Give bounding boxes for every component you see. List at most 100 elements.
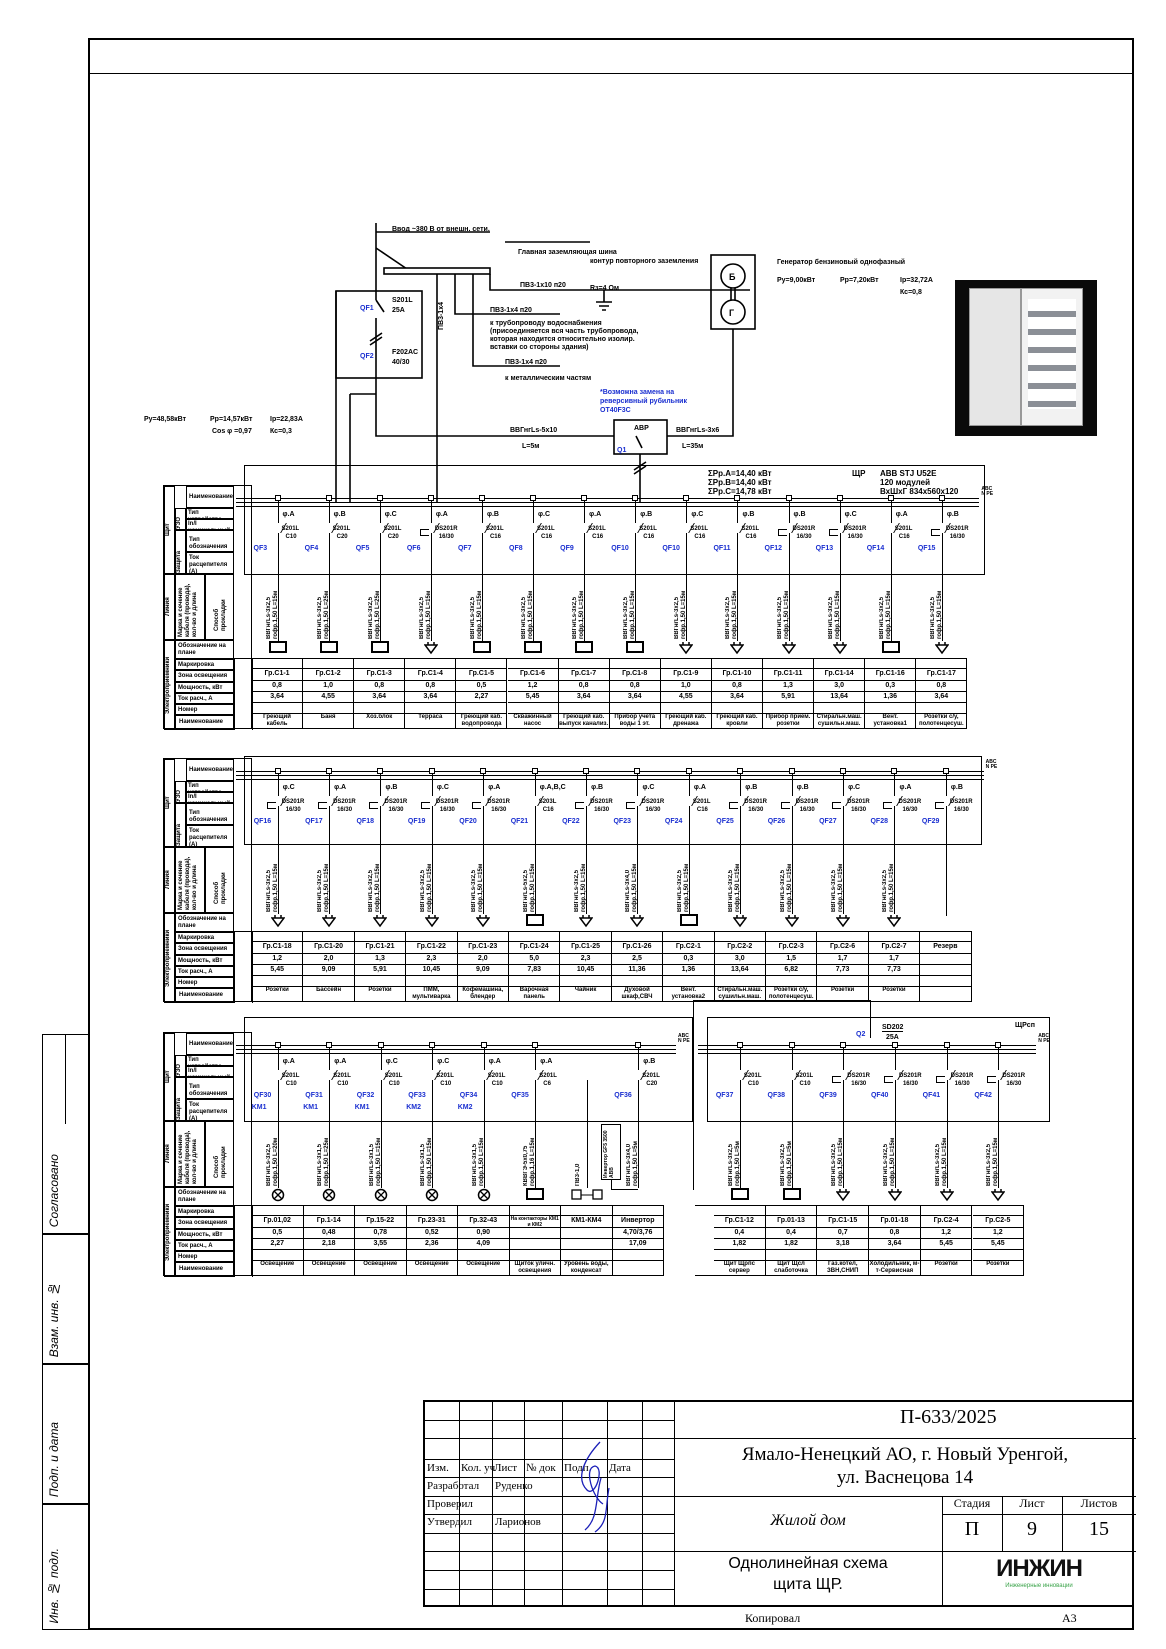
feeder-line xyxy=(277,533,279,641)
breaker-id[interactable]: QF38 xyxy=(767,1092,786,1099)
lamp-load-icon xyxy=(921,1188,973,1204)
feeder-line xyxy=(788,533,790,641)
breaker-id[interactable]: QF12 xyxy=(764,545,783,552)
breaker-rating: C10 xyxy=(747,1081,759,1087)
breaker-id[interactable]: QF30 xyxy=(253,1092,272,1099)
breaker-id[interactable]: QF6 xyxy=(406,545,421,552)
breaker-id[interactable]: QF13 xyxy=(815,545,834,552)
cable-gen-length: L=35м xyxy=(682,443,703,450)
breaker-id[interactable]: QF14 xyxy=(866,545,885,552)
breaker-id[interactable]: QF18 xyxy=(356,818,374,825)
cell-name: Освещение xyxy=(406,1261,458,1276)
breaker-id[interactable]: QF25 xyxy=(716,818,734,825)
breaker-type: DS201R xyxy=(1002,1073,1026,1079)
phase-c-load: ΣPр.C=14,78 кВт xyxy=(708,487,772,496)
breaker-id[interactable]: QF23 xyxy=(613,818,631,825)
qf2-label: QF2 xyxy=(360,353,374,360)
row-header-trip: Ток расцепителя (А) xyxy=(186,825,234,847)
role-label: Утвердил xyxy=(427,1516,472,1528)
breaker-id[interactable]: QF4 xyxy=(304,545,319,552)
row-header-trip: Ток расцепителя (А) xyxy=(186,1099,234,1121)
stage-label: Стадия xyxy=(953,1496,991,1510)
breaker-rating: 16/30 xyxy=(851,1081,867,1087)
top-strip-line xyxy=(88,73,1134,74)
breaker-id[interactable]: QF33 xyxy=(408,1092,426,1099)
cell-current: 3,64 xyxy=(869,1239,921,1250)
feeder-line xyxy=(379,533,381,641)
bus-tap xyxy=(788,768,795,774)
cable-route: гофр.1,50 L=15м xyxy=(427,1137,434,1186)
cell-power: 0,8 xyxy=(869,1228,921,1239)
breaker-id[interactable]: QF21 xyxy=(510,818,529,825)
breaker-id[interactable]: QF24 xyxy=(664,818,683,825)
cell-empty xyxy=(609,658,661,669)
cell-current: 9,09 xyxy=(457,965,509,976)
lamp-load-icon xyxy=(817,914,868,930)
phase-b-load: ΣPр.B=14,40 кВт xyxy=(708,478,772,487)
breaker-id[interactable]: QF35 xyxy=(511,1092,529,1099)
note-line: *Возможна замена на xyxy=(600,389,674,396)
breaker-id[interactable]: QF17 xyxy=(305,818,323,825)
breaker-rating: C10 xyxy=(388,1081,400,1087)
breaker-id[interactable]: QF27 xyxy=(819,818,837,825)
title-col-izm: Изм. xyxy=(427,1462,449,1474)
breaker-id[interactable]: QF20 xyxy=(459,818,477,825)
cell-name: Розетки xyxy=(920,1261,973,1276)
cell-zone: Гр.С1-12 xyxy=(714,1216,766,1228)
breaker-id[interactable]: QF32 xyxy=(356,1092,375,1099)
feeder-line xyxy=(380,774,382,796)
breaker-id[interactable]: QF19 xyxy=(407,818,426,825)
breaker-id[interactable]: QF40 xyxy=(870,1092,889,1099)
feeder-line xyxy=(635,533,637,641)
lamp-load-icon xyxy=(252,914,303,930)
breaker-id[interactable]: QF36 xyxy=(614,1092,632,1099)
lamp-load-icon xyxy=(612,914,663,930)
breaker-id[interactable]: QF37 xyxy=(715,1092,734,1099)
breaker-id[interactable]: QF15 xyxy=(917,545,936,552)
phase-label: φ.A xyxy=(488,1058,501,1065)
cell-power: 0,5 xyxy=(456,681,508,692)
cell-current: 3,64 xyxy=(252,692,304,703)
cell-empty xyxy=(458,1250,510,1261)
breaker-id[interactable]: QF10 xyxy=(662,545,680,552)
cable-type: ВВГнгLs-3х2,5 xyxy=(827,596,834,639)
cable-route: гофр.1,50 L=15м xyxy=(993,1137,1000,1186)
breaker-id[interactable]: QF8 xyxy=(509,545,523,552)
phase-a-load: ΣPр.A=14,40 кВт xyxy=(708,469,772,478)
cell-empty xyxy=(303,658,355,669)
breaker-id[interactable]: QF29 xyxy=(921,818,940,825)
rcd-trip-icon xyxy=(318,802,328,809)
breaker-id[interactable]: QF42 xyxy=(974,1092,992,1099)
cable-route: гофр.1,50 L=15м xyxy=(272,590,279,639)
breaker-id[interactable]: QF22 xyxy=(562,818,580,825)
bus-tap xyxy=(632,495,639,501)
breaker-id[interactable]: QF10 xyxy=(611,545,629,552)
cell-name: Щиток уличн. освещения xyxy=(509,1261,561,1276)
breaker-id[interactable]: QF7 xyxy=(457,545,472,552)
sub-panel-label: ЩРсп xyxy=(1015,1022,1035,1029)
breaker-id[interactable]: QF34 xyxy=(459,1092,478,1099)
breaker-rating: C10 xyxy=(285,534,297,540)
breaker-id[interactable]: QF28 xyxy=(870,818,888,825)
row-header-rated: In/I номинальный xyxy=(186,519,234,530)
feeder-line xyxy=(791,1048,793,1070)
breaker-id[interactable]: QF41 xyxy=(922,1092,941,1099)
feeder-line xyxy=(739,1080,741,1188)
rcd-trip-icon xyxy=(729,802,739,809)
breaker-id[interactable]: QF3 xyxy=(253,545,268,552)
feeder-line xyxy=(839,533,841,641)
breaker-rating: 16/30 xyxy=(799,807,815,813)
breaker-id[interactable]: QF5 xyxy=(355,545,370,552)
breaker-id[interactable]: QF9 xyxy=(560,545,574,552)
breaker-id[interactable]: QF39 xyxy=(819,1092,837,1099)
rcd-trip-icon xyxy=(828,529,838,536)
breaker-id[interactable]: QF16 xyxy=(253,818,272,825)
breaker-id[interactable]: QF11 xyxy=(713,545,731,552)
cell-empty xyxy=(714,1250,766,1261)
breaker-id[interactable]: QF31 xyxy=(305,1092,323,1099)
breaker-id[interactable]: QF26 xyxy=(767,818,786,825)
bus-tap xyxy=(583,768,590,774)
breaker-type: DS201R xyxy=(333,799,356,805)
